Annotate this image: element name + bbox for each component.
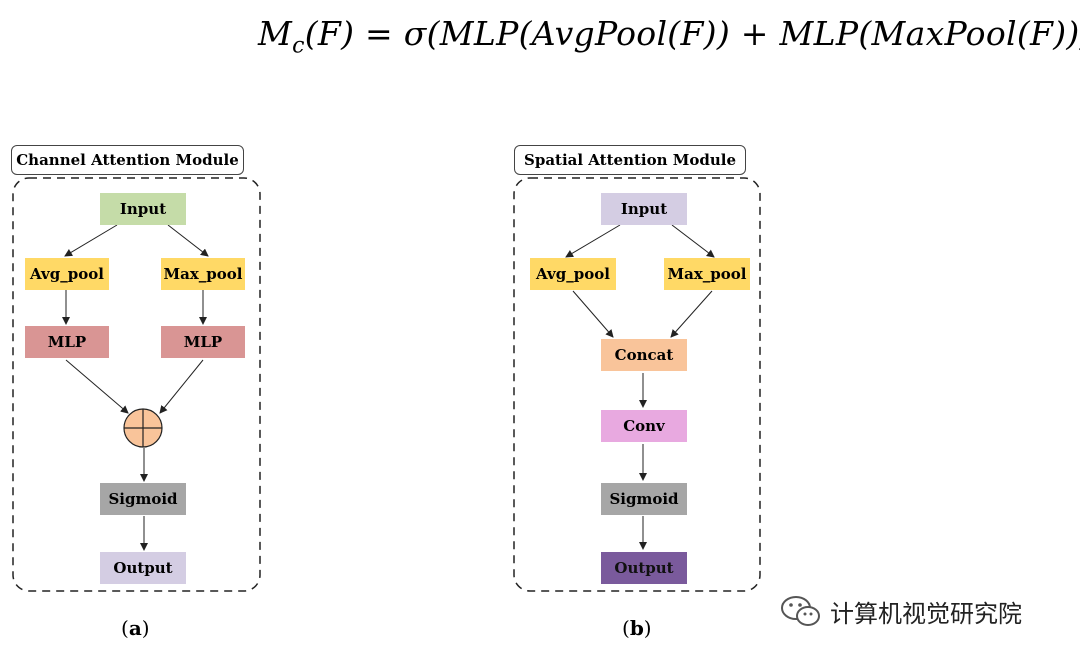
wechat-icon [781,596,820,626]
panel-b-concat-node: Concat [601,339,687,371]
add-operator-icon [123,408,163,448]
panel-a-max-pool-node: Max_pool [161,258,245,290]
panel-b-avg-pool-node: Avg_pool [530,258,616,290]
formula-subscript: c [292,33,305,59]
panel-a-frame [12,177,261,592]
panel-a-mlp-right-node: MLP [161,326,245,358]
panel-a-sigmoid-node: Sigmoid [100,483,186,515]
formula: Mc(F) = σ(MLP(AvgPool(F)) + MLP(MaxPool(… [258,14,1080,59]
panel-a-title: Channel Attention Module [11,145,244,175]
panel-a-avg-pool-node: Avg_pool [25,258,109,290]
panel-a-output-node: Output [100,552,186,584]
watermark: 计算机视觉研究院 [780,591,1022,631]
panel-b-sigmoid-node: Sigmoid [601,483,687,515]
arrow-a-mlp-add-left [65,359,129,414]
arrow-a-mlp-add-right [159,359,204,414]
panel-b-caption: (b) [622,616,652,640]
arrow-a-input-avg [64,224,118,257]
panel-a-input-node: Input [100,193,186,225]
formula-lhs: M [258,14,293,53]
panel-b-output-node: Output [601,552,687,584]
panel-b-title: Spatial Attention Module [514,145,746,175]
panel-a-caption: (a) [121,616,150,640]
watermark-text: 计算机视觉研究院 [830,599,1022,628]
arrow-b-input-max [671,224,715,258]
arrow-b-max-concat [670,290,713,338]
panel-b-conv-node: Conv [601,410,687,442]
panel-b-input-node: Input [601,193,687,225]
panel-b-frame [513,177,761,592]
arrow-b-input-avg [565,224,621,258]
arrow-b-avg-concat [572,290,614,338]
panel-b-max-pool-node: Max_pool [664,258,750,290]
panel-a-mlp-left-node: MLP [25,326,109,358]
arrow-a-input-max [167,224,209,257]
formula-rhs: (F) = σ(MLP(AvgPool(F)) + MLP(MaxPool(F)… [304,14,1080,53]
